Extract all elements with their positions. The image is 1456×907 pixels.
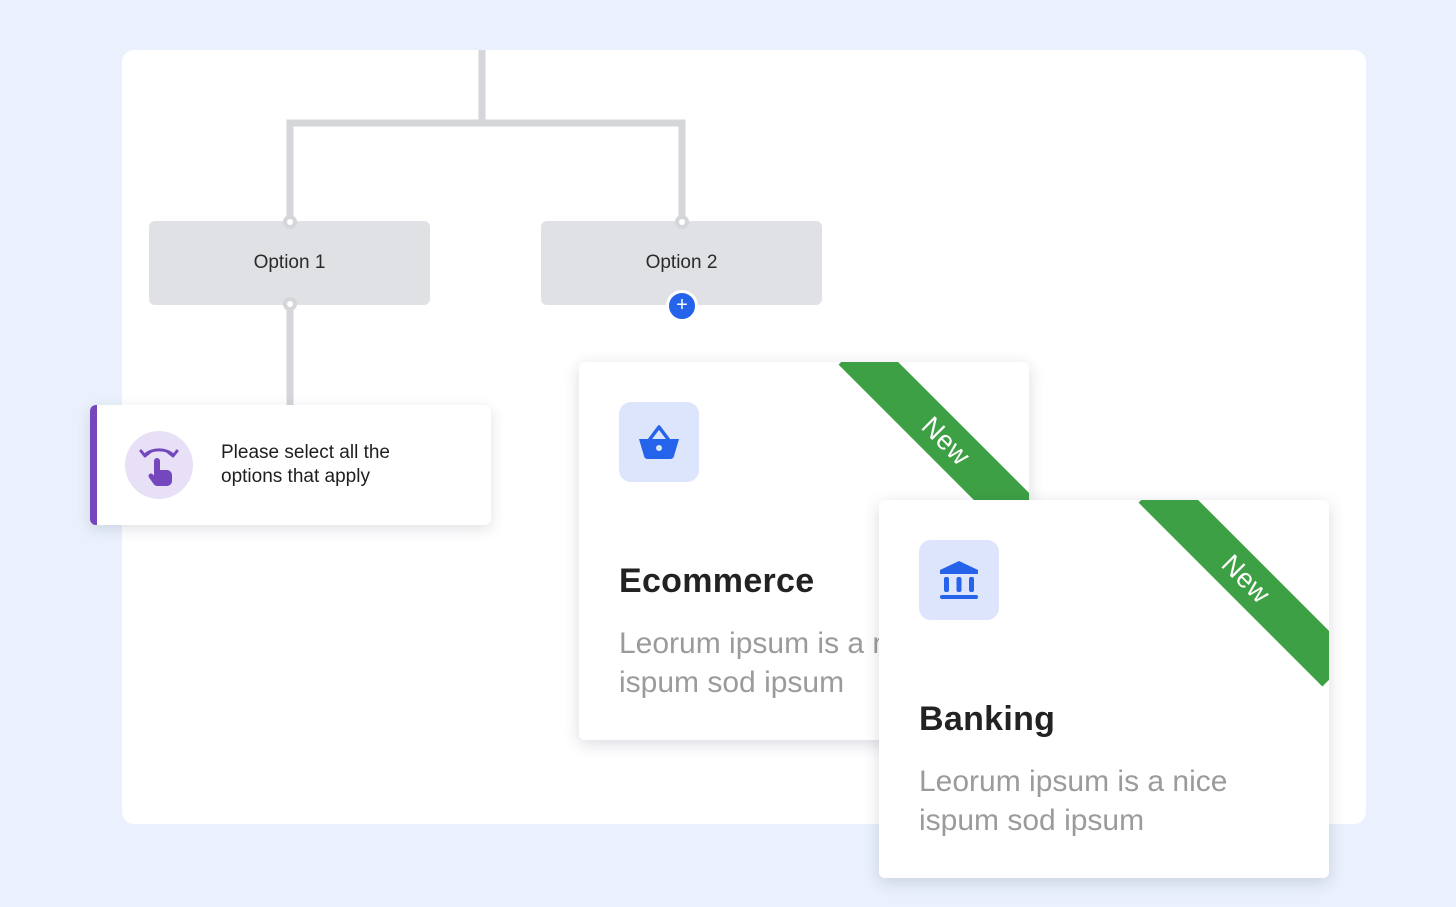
option-2-input-port[interactable] [675,215,689,229]
instruction-card: Please select all the options that apply [90,405,491,525]
basket-icon [619,402,699,482]
tap-gesture-icon [125,431,193,499]
option-1-input-port[interactable] [283,215,297,229]
instruction-text: Please select all the options that apply [221,442,390,487]
option-1-output-port[interactable] [283,297,297,311]
banking-title: Banking [919,700,1056,738]
add-step-button[interactable]: + [666,290,698,322]
option-2-label: Option 2 [645,252,718,273]
option-1-node[interactable]: Option 1 [149,221,430,305]
ecommerce-title: Ecommerce [619,562,815,600]
banking-new-badge: New [1138,500,1329,687]
banking-card[interactable]: Banking Leorum ipsum is a nice ispum sod… [879,500,1329,878]
bank-icon [919,540,999,620]
option-1-label: Option 1 [253,252,326,273]
ecommerce-description: Leorum ipsum is a nice ispum sod ipsum [619,627,928,699]
banking-description: Leorum ipsum is a nice ispum sod ipsum [919,765,1228,837]
